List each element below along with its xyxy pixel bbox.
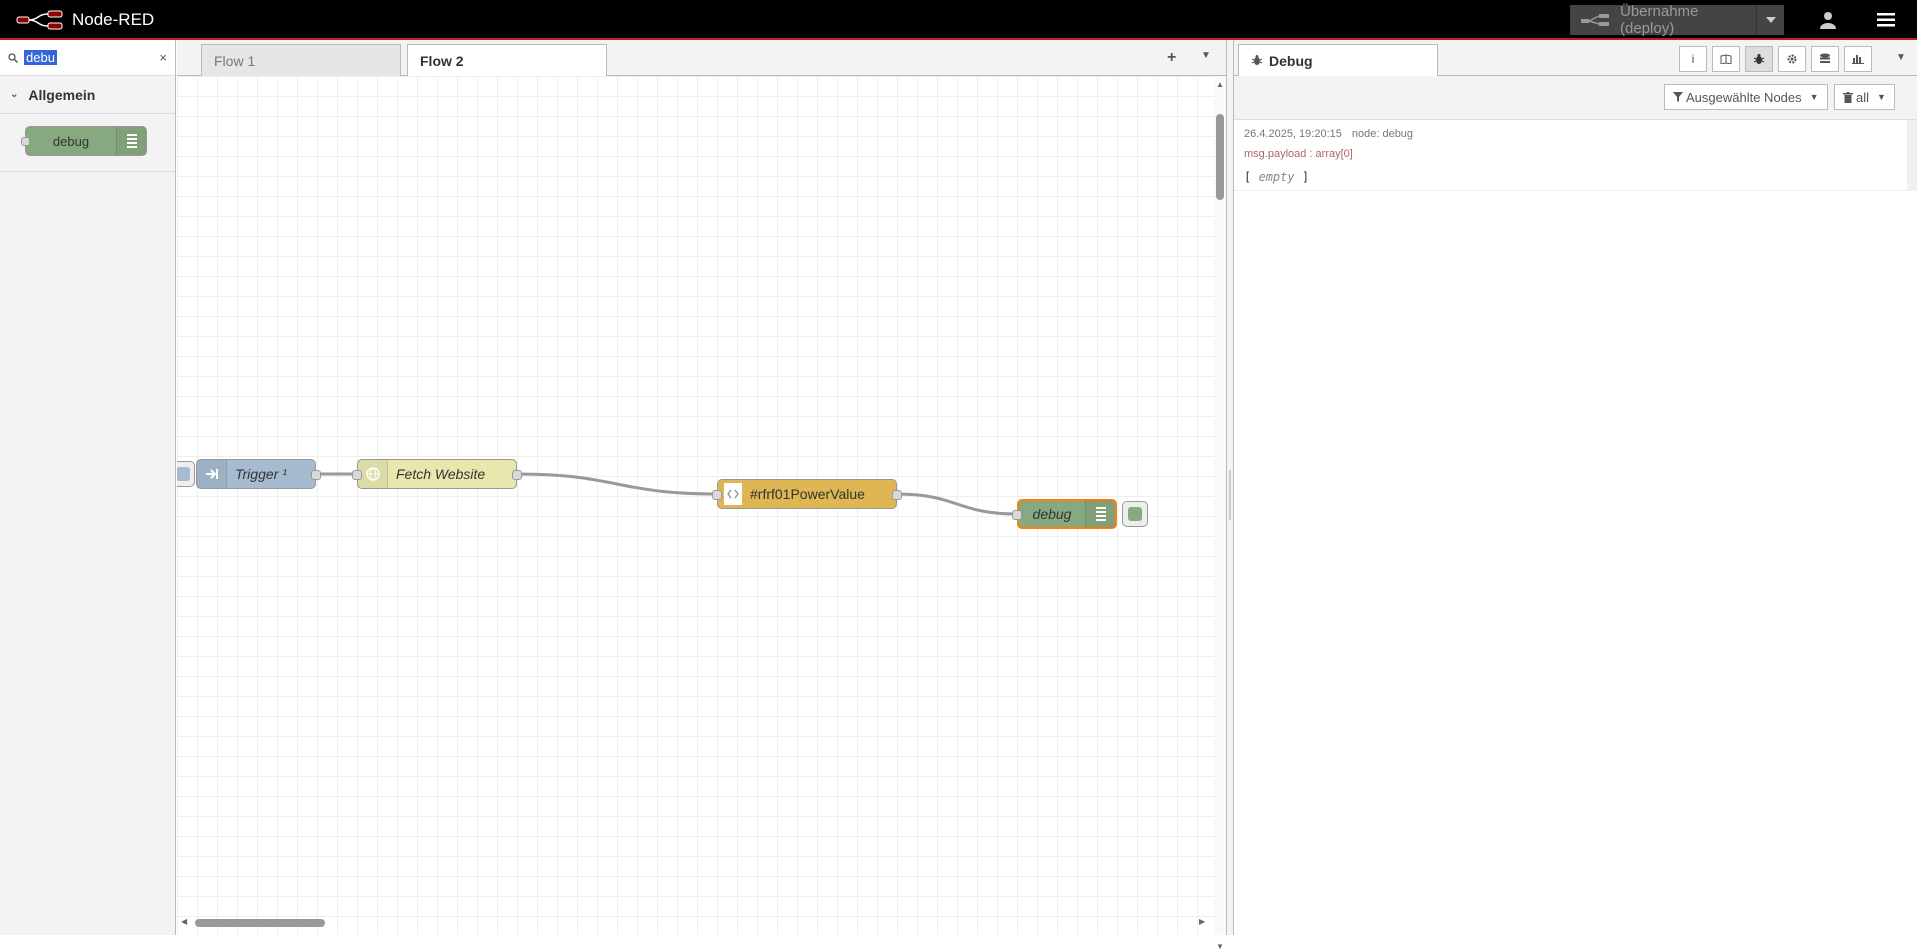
wire [516, 472, 718, 496]
horizontal-scrollbar[interactable]: ◀ ▶ [177, 917, 1214, 929]
filter-nodes-button[interactable]: Ausgewählte Nodes ▼ [1664, 84, 1828, 110]
arrow-right-icon [197, 460, 227, 488]
node-label: #rfrf01PowerValue [750, 486, 865, 502]
clear-label: all [1856, 89, 1870, 105]
node-red-logo-icon [16, 10, 63, 30]
category-label: Allgemein [28, 86, 96, 103]
add-tab-icon[interactable]: + [1167, 49, 1177, 66]
message-node[interactable]: node: debug [1351, 128, 1414, 140]
vertical-scrollbar[interactable]: ▲ ▼ [1214, 76, 1226, 951]
input-port[interactable] [1012, 510, 1022, 520]
output-port[interactable] [311, 470, 321, 480]
debug-list-icon [1085, 500, 1115, 528]
filter-icon [1673, 92, 1683, 102]
palette-node-debug[interactable]: debug [21, 126, 147, 156]
sidebar-menu-caret-icon[interactable]: ▼ [1896, 52, 1906, 63]
fetch-website-node[interactable]: Fetch Website [352, 459, 522, 489]
scroll-down-icon[interactable]: ▼ [1216, 942, 1224, 951]
node-palette: debu × ⌄ Allgemein debug [0, 40, 176, 935]
user-icon[interactable] [1808, 0, 1848, 40]
wire [896, 492, 1018, 516]
debug-scrollbar[interactable] [1907, 120, 1917, 191]
deploy-button[interactable]: Übernahme (deploy) [1570, 3, 1784, 37]
output-port[interactable] [892, 490, 902, 500]
input-port[interactable] [352, 470, 362, 480]
debug-message[interactable]: 26.4.2025, 19:20:15 node: debug msg.paylo… [1234, 120, 1907, 191]
html-node[interactable]: #rfrf01PowerValue [712, 479, 902, 509]
globe-icon [358, 460, 388, 488]
clear-messages-button[interactable]: all ▼ [1834, 84, 1895, 110]
debug-toolbar: Ausgewählte Nodes ▼ all ▼ [1234, 76, 1917, 120]
tab-flow-1[interactable]: Flow 1 [201, 44, 401, 76]
flow-canvas[interactable]: Trigger ¹ Fetch Website #rfrf01PowerValu… [177, 76, 1226, 935]
inject-button[interactable] [177, 461, 195, 487]
trigger-node[interactable]: Trigger ¹ [196, 459, 321, 489]
splitter-grip[interactable] [1229, 470, 1231, 520]
sidebar: Debug i ▼ Ausgewählte Nodes ▼ all ▼ [1234, 40, 1917, 935]
sidebar-splitter[interactable] [1226, 40, 1234, 935]
deploy-menu-caret-icon[interactable] [1756, 5, 1784, 35]
message-timestamp: 26.4.2025, 19:20:15 [1244, 128, 1342, 140]
tab-flow-2[interactable]: Flow 2 [407, 44, 607, 77]
tab-menu-caret-icon[interactable]: ▼ [1201, 50, 1211, 61]
sidebar-tabs: Debug i ▼ [1234, 40, 1917, 77]
chevron-down-icon: ▼ [1809, 92, 1819, 102]
palette-category-header[interactable]: ⌄ Allgemein [0, 76, 175, 114]
tab-label: Debug [1269, 53, 1313, 69]
debug-toggle-button[interactable] [1122, 501, 1148, 527]
scrollbar-thumb[interactable] [195, 919, 325, 927]
deploy-label: Übernahme (deploy) [1620, 3, 1699, 37]
wires [316, 472, 1018, 516]
clear-search-icon[interactable]: × [159, 50, 167, 65]
chevron-down-icon: ⌄ [10, 89, 19, 100]
app-logo: Node-RED [16, 9, 154, 31]
scroll-right-icon[interactable]: ▶ [1199, 917, 1206, 926]
main-menu-icon[interactable] [1866, 0, 1906, 40]
workspace-tabs: Flow 1 Flow 2 + ▼ [177, 40, 1226, 77]
filter-label: Ausgewählte Nodes [1686, 89, 1802, 105]
input-port[interactable] [712, 490, 722, 500]
bug-icon [1251, 53, 1263, 69]
app-title: Node-RED [72, 10, 155, 29]
deploy-icon [1578, 5, 1612, 35]
scroll-left-icon[interactable]: ◀ [181, 917, 188, 926]
code-icon [724, 483, 742, 505]
gear-icon[interactable] [1778, 46, 1806, 72]
input-port [21, 137, 30, 146]
debug-tab-bug-icon[interactable] [1745, 46, 1773, 72]
database-icon[interactable] [1811, 46, 1839, 72]
message-value[interactable]: [ empty ] [1244, 170, 1897, 184]
book-icon[interactable] [1712, 46, 1740, 72]
debug-list-icon [116, 127, 146, 155]
search-icon [8, 52, 18, 63]
app-header: Node-RED Übernahme (deploy) [0, 0, 1917, 40]
bar-chart-icon[interactable] [1844, 46, 1872, 72]
message-topic: msg.payload : array[0] [1244, 148, 1353, 160]
tab-label: Flow 1 [214, 52, 256, 69]
tab-label: Flow 2 [420, 53, 464, 69]
bracket-close: ] [1301, 170, 1310, 184]
trash-icon [1843, 91, 1853, 103]
tab-debug[interactable]: Debug [1238, 44, 1438, 77]
bracket-open: [ [1244, 170, 1252, 184]
palette-search[interactable]: debu × [0, 40, 175, 76]
search-input[interactable]: debu [24, 50, 57, 65]
node-label: Fetch Website [396, 466, 486, 482]
output-port[interactable] [512, 470, 522, 480]
node-label: debug [1032, 506, 1072, 522]
empty-label: empty [1258, 170, 1295, 184]
node-label: Trigger ¹ [235, 466, 287, 482]
debug-node[interactable]: debug [1012, 499, 1117, 529]
chevron-down-icon: ▼ [1877, 92, 1886, 102]
palette-node-label: debug [52, 133, 90, 149]
workspace: Flow 1 Flow 2 + ▼ Trigger ¹ Fetch Websit… [177, 40, 1226, 951]
scrollbar-thumb[interactable] [1216, 114, 1224, 200]
scroll-up-icon[interactable]: ▲ [1216, 80, 1224, 89]
info-icon[interactable]: i [1679, 46, 1707, 72]
message-meta: 26.4.2025, 19:20:15 node: debug [1244, 128, 1897, 140]
palette-category-content: debug [0, 114, 175, 172]
